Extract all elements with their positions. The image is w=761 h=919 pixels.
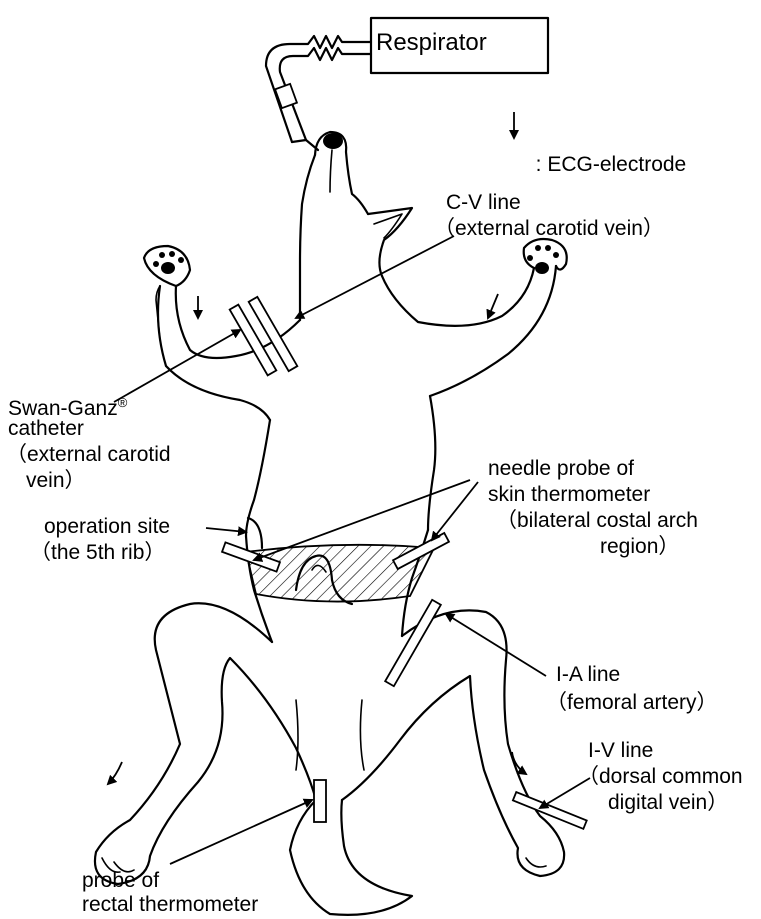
rectal-probe-line1: probe of [82,868,159,894]
iv-line-sublabel2: digital vein） [608,790,728,816]
swan-ganz-line4: vein） [26,468,86,494]
rectal-probe-line2: rectal thermometer [82,892,258,918]
iv-line-label: I-V line [588,738,653,764]
dog-nose [323,133,343,149]
iv-line-catheter [513,792,587,829]
respirator-tube [266,36,371,150]
operation-site-curve [248,518,262,548]
rectal-probe [314,780,326,822]
right-forepaw [524,239,567,274]
needle-probe-line1: needle probe of [488,456,634,482]
operation-site-line2: （the 5th rib） [30,540,165,566]
catheter-lines [222,297,587,829]
swan-ganz-catheter [230,305,277,376]
needle-probe-line2: skin thermometer [488,482,650,508]
swan-ganz-line3: （external carotid [6,442,171,468]
respirator-label: Respirator [376,30,487,56]
ia-line-sublabel: （femoral artery） [546,690,718,716]
registered-mark: ® [118,395,128,410]
needle-probe-line4: region） [600,534,679,560]
ecg-legend: : ECG-electrode [524,126,686,178]
swan-ganz-line2: catheter [8,416,84,442]
ia-line-catheter [385,600,441,686]
operation-site-line1: operation site [44,514,170,540]
cv-line-label: C-V line [446,190,521,216]
cv-line-sublabel: （external carotid vein） [434,216,664,242]
left-forepaw [144,246,190,340]
ia-line-label: I-A line [556,662,620,688]
ecg-legend-text: : ECG-electrode [536,153,687,176]
iv-line-sublabel1: （dorsal common [578,764,743,790]
needle-probe-line3: （bilateral costal arch [496,508,698,534]
